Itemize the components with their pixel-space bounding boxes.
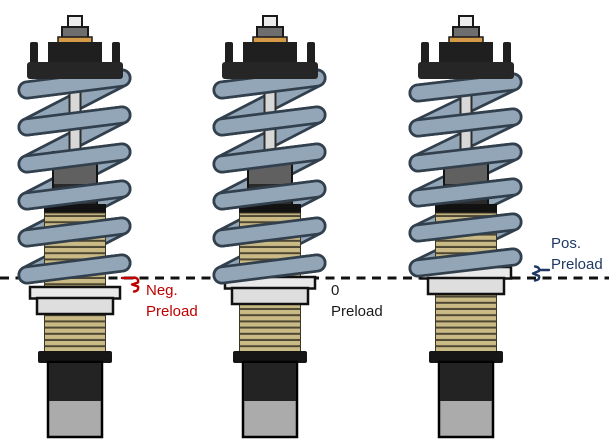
coilover-negative-preload	[17, 15, 132, 439]
negative-gap-brace	[120, 276, 140, 293]
bottom-mount	[231, 349, 309, 439]
positive-gap-brace	[531, 265, 551, 282]
top-mount	[417, 15, 515, 80]
label-neg-line2: Preload	[146, 303, 198, 320]
label-negative-preload: Neg. Preload	[146, 280, 198, 322]
label-zero-preload: 0 Preload	[331, 280, 383, 322]
bottom-mount	[36, 349, 114, 439]
top-mount	[26, 15, 124, 80]
top-mount	[221, 15, 319, 80]
spring-perch	[28, 285, 122, 316]
coilover-positive-preload	[408, 15, 523, 439]
label-zero-line1: 0	[331, 282, 340, 299]
label-positive-preload: Pos. Preload	[551, 233, 603, 275]
label-zero-line2: Preload	[331, 303, 383, 320]
label-pos-line2: Preload	[551, 256, 603, 273]
coilover-zero-preload	[212, 15, 327, 439]
label-pos-line1: Pos.	[551, 235, 582, 252]
label-neg-line1: Neg.	[146, 282, 178, 299]
bottom-mount	[427, 349, 505, 439]
